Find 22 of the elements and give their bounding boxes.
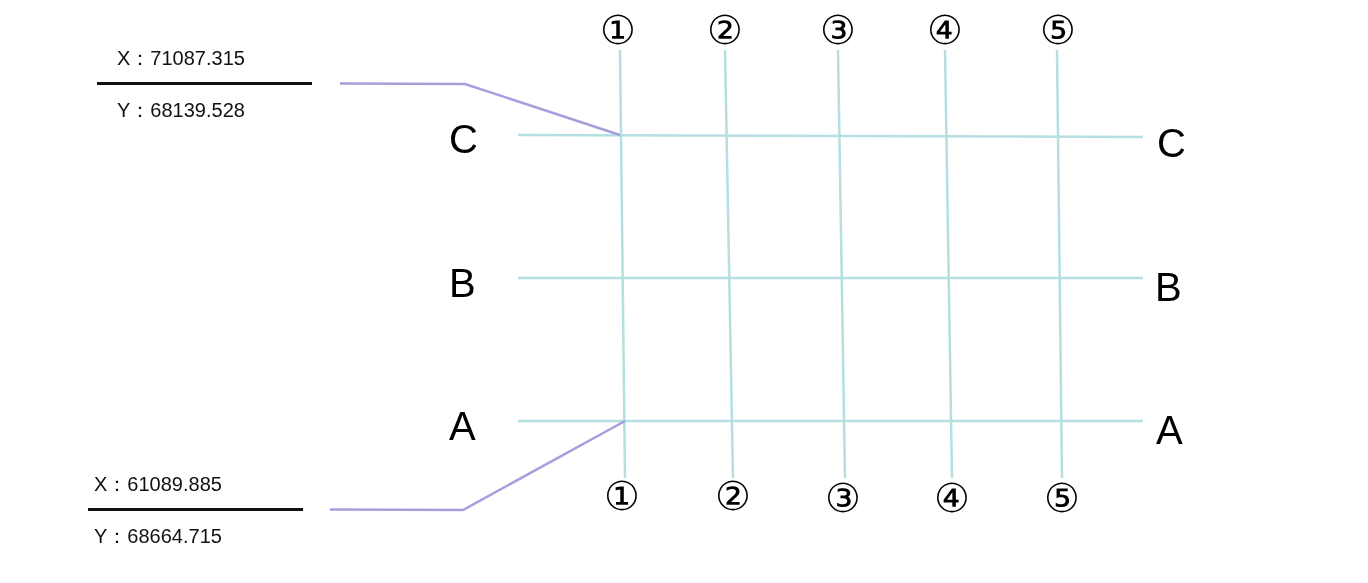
coordinate-text: Y：68664.715 [94,524,222,548]
axis-number: ① [604,476,640,516]
coordinate-text: Y：68139.528 [117,98,245,122]
axis-letter: B [1155,267,1182,307]
axis-letter: A [449,406,476,446]
axis-letter: C [1157,123,1186,163]
axis-number: ⑤ [1040,10,1076,50]
axis-number: ④ [927,10,963,50]
axis-number: ① [600,10,636,50]
axis-number: ② [715,476,751,516]
leader-line [330,419,626,512]
axis-number: ③ [825,478,861,518]
axis-number: ② [707,10,743,50]
axis-letter: A [1156,410,1183,450]
axis-number: ⑤ [1044,478,1080,518]
axis-number: ③ [820,10,856,50]
coordinate-text: X：71087.315 [117,46,245,70]
axis-number: ④ [934,478,970,518]
leader-line [340,82,621,137]
axis-letter: B [449,263,476,303]
axis-letter: C [449,119,478,159]
coordinate-text: X：61089.885 [94,472,222,496]
